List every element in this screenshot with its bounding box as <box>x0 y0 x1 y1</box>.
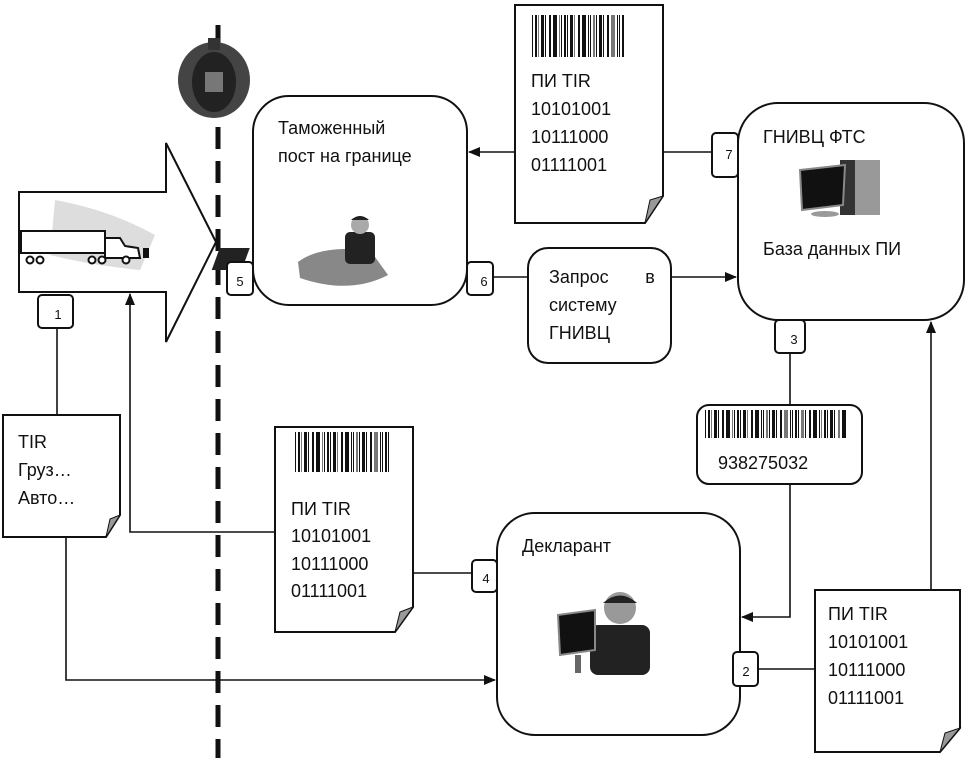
doc-right-line: 10111000 <box>828 660 905 680</box>
doc-middle-line: 01111001 <box>291 581 367 601</box>
customs-post-title-1: Таможенный <box>278 118 385 138</box>
russian-emblem-icon <box>178 38 250 118</box>
step-badge-4: 4 <box>471 559 498 593</box>
step-badge-3: 3 <box>774 319 806 354</box>
barcode-icon <box>705 410 846 438</box>
barcode-icon <box>295 432 389 472</box>
step-badge-2: 2 <box>732 651 759 687</box>
doc-tir-line: Авто… <box>18 488 75 508</box>
svg-text:6: 6 <box>480 274 487 289</box>
svg-text:4: 4 <box>482 571 489 586</box>
svg-text:1: 1 <box>54 307 61 322</box>
doc-middle-line: ПИ TIR <box>291 499 351 519</box>
declarant-box <box>496 512 741 736</box>
doc-middle-line: 10111000 <box>291 554 368 574</box>
doc-top-line: 10111000 <box>531 127 608 147</box>
step-badge-1: 1 <box>37 294 74 329</box>
barcode-number: 938275032 <box>718 453 808 473</box>
svg-text:3: 3 <box>790 332 797 347</box>
doc-tir-line: TIR <box>18 432 47 452</box>
computer-icon <box>798 160 880 217</box>
doc-right-line: 01111001 <box>828 688 904 708</box>
step-badge-5: 5 <box>226 261 254 296</box>
svg-text:7: 7 <box>725 147 732 162</box>
svg-text:2: 2 <box>742 664 749 679</box>
step-badge-7: 7 <box>711 132 739 178</box>
request-text: ГНИВЦ <box>549 323 610 343</box>
database-title: ГНИВЦ ФТС <box>763 127 866 147</box>
request-text: Запрос <box>549 267 609 287</box>
declarant-title: Декларант <box>522 536 611 556</box>
request-text: в <box>645 267 655 287</box>
doc-top-line: ПИ TIR <box>531 71 591 91</box>
doc-right-line: ПИ TIR <box>828 604 888 624</box>
database-subtitle: База данных ПИ <box>763 239 901 259</box>
doc-right-line: 10101001 <box>828 632 908 652</box>
request-box <box>527 247 672 364</box>
customs-officer-icon <box>211 216 388 286</box>
doc-middle-line: 10101001 <box>291 526 371 546</box>
step-badge-6: 6 <box>466 261 494 296</box>
doc-top-line: 10101001 <box>531 99 611 119</box>
customs-post-title-2: пост на границе <box>278 146 412 166</box>
doc-tir-line: Груз… <box>18 460 72 480</box>
barcode-icon <box>532 15 624 57</box>
request-text: систему <box>549 295 617 315</box>
svg-text:5: 5 <box>236 274 243 289</box>
truck-icon <box>20 200 155 270</box>
customs-post-box <box>252 95 468 306</box>
declarant-icon <box>556 592 650 675</box>
doc-top-line: 01111001 <box>531 155 607 175</box>
